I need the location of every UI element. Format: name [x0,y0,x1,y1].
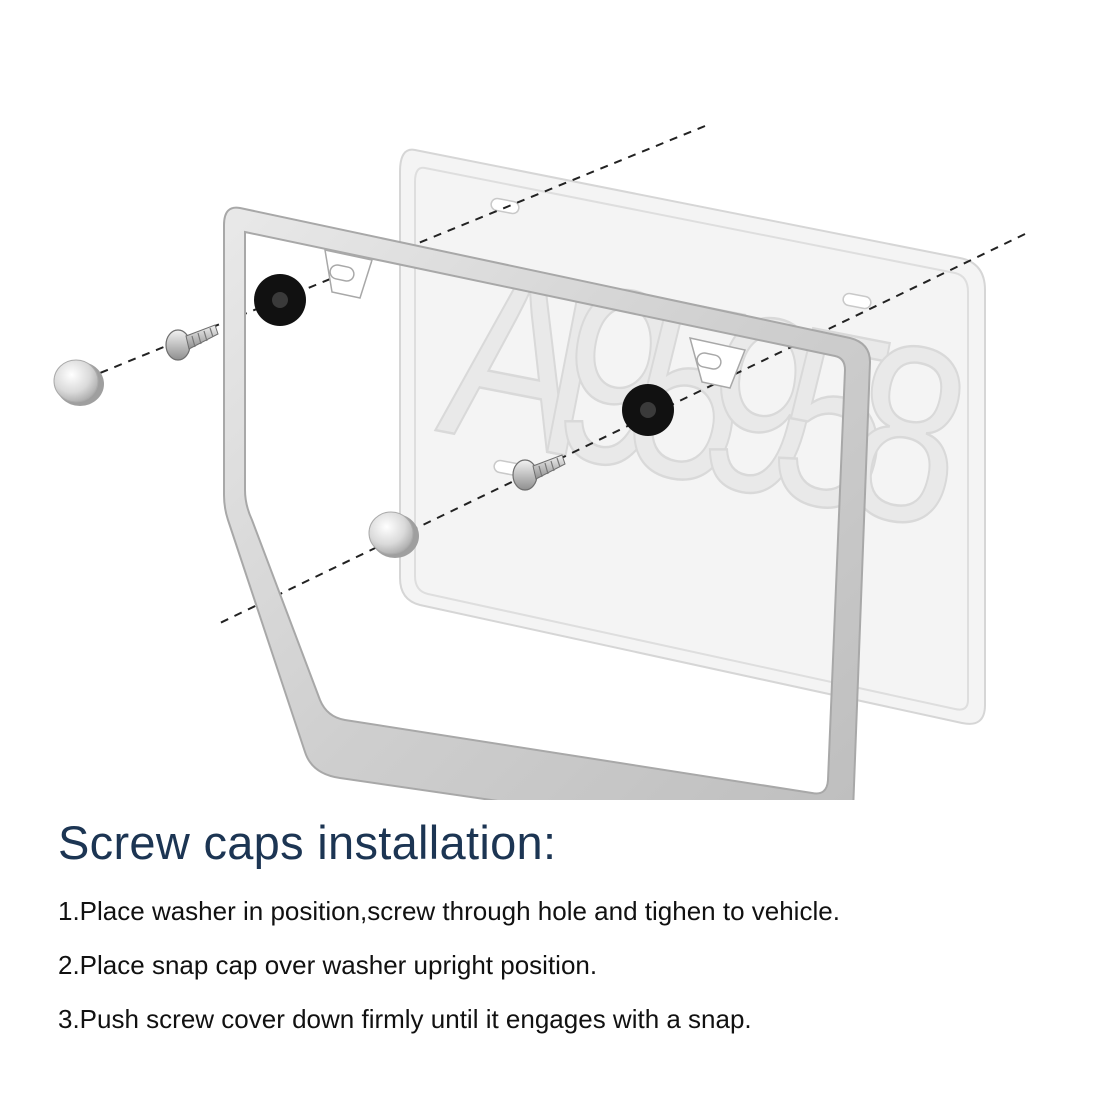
snap-cap-right [368,511,419,558]
installation-diagram: AI95958 [53,125,1026,800]
screw-right [512,454,566,491]
license-plate: AI95958 [399,148,990,725]
washer-right [622,384,674,436]
plate-mounting-holes [490,197,872,477]
license-plate-frame [223,206,872,800]
screw-left [165,324,219,361]
instruction-step-1: 1.Place washer in position,screw through… [58,896,840,926]
instructions-title: Screw caps installation: [58,816,557,869]
instruction-step-3: 3.Push screw cover down firmly until it … [58,1004,752,1034]
washer-left [254,274,306,326]
snap-cap-left [53,359,104,406]
instruction-step-2: 2.Place snap cap over washer upright pos… [58,950,598,980]
